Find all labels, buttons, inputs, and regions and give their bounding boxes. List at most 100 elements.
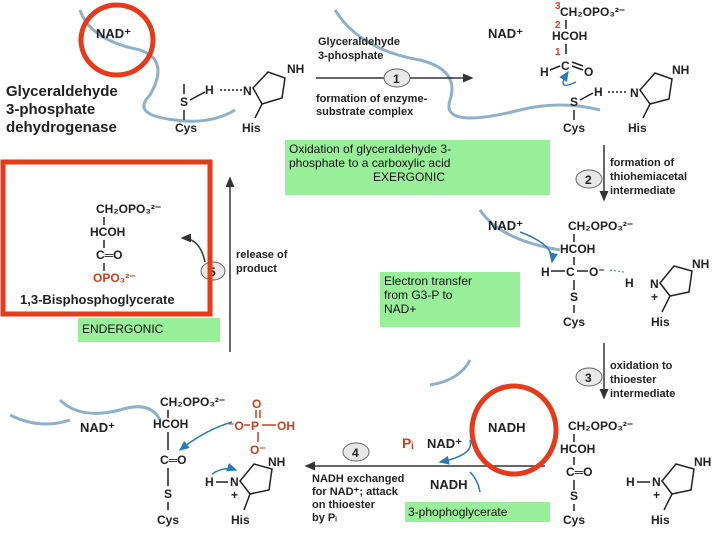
- step5-text-line1: release of: [236, 249, 288, 261]
- product-highlight-box: [0, 159, 213, 317]
- svg-text:His: His: [651, 315, 670, 329]
- substrate-hcoh: HCOH: [552, 29, 587, 43]
- step3-text-line1: oxidation to: [610, 360, 673, 372]
- svg-text:N: N: [650, 277, 659, 291]
- svg-text:+: +: [653, 488, 660, 502]
- svg-text:P: P: [251, 419, 259, 433]
- svg-text:His: His: [651, 513, 670, 527]
- carbon-number-3: 3: [555, 1, 561, 12]
- svg-text:NH: NH: [692, 257, 709, 271]
- step5-badge: 5: [200, 261, 226, 281]
- substrate-name-line2: 3-phosphate: [318, 50, 383, 62]
- svg-text:HCOH: HCOH: [153, 417, 188, 431]
- product-name: 1,3-Bisphosphoglycerate: [20, 292, 175, 307]
- step4-text-line2: for NAD⁺; attack: [312, 486, 399, 498]
- svg-text:His: His: [628, 121, 647, 135]
- nad-plus-label-panel2: NAD⁺: [488, 26, 523, 41]
- svg-text:H: H: [594, 85, 603, 99]
- enzyme-name-line2: 3-phosphate: [6, 101, 95, 118]
- svg-text:C═O: C═O: [96, 248, 123, 262]
- svg-text:C: C: [566, 265, 575, 279]
- svg-text:O⁻: O⁻: [250, 443, 266, 457]
- step3-badge: 3: [575, 367, 603, 387]
- electron-transfer-note: Electron transfer from G3-P to NAD+: [380, 272, 520, 327]
- svg-text:OH: OH: [277, 419, 295, 433]
- nad-plus-incoming: NAD⁺: [427, 436, 462, 451]
- svg-text:CH₂OPO₃²⁻: CH₂OPO₃²⁻: [568, 419, 633, 433]
- step1-text-line2: substrate complex: [316, 106, 414, 118]
- svg-text:+: +: [651, 290, 658, 304]
- endergonic-note: ENDERGONIC: [78, 318, 220, 342]
- thiol-hydrogen: H: [205, 83, 214, 97]
- step2-badge: 2: [575, 169, 603, 189]
- svg-text:S: S: [570, 290, 578, 304]
- svg-text:4: 4: [352, 446, 359, 460]
- nadh-outgoing: NADH: [430, 477, 468, 492]
- imidazole-nh: NH: [287, 62, 304, 76]
- svg-text:NH: NH: [694, 455, 711, 469]
- step1-badge: 1: [383, 68, 411, 88]
- svg-text:HCOH: HCOH: [560, 242, 595, 256]
- sulfur-atom: S: [180, 95, 188, 109]
- svg-text:3: 3: [585, 371, 592, 385]
- step4-text-line1: NADH exchanged: [312, 473, 404, 485]
- svg-text:Cys: Cys: [157, 513, 179, 527]
- svg-text:N: N: [652, 475, 661, 489]
- svg-text:H: H: [205, 475, 214, 489]
- svg-text:C═O: C═O: [160, 453, 187, 467]
- enzyme-backbone: [9, 9, 601, 426]
- svg-text:CH₂OPO₃²⁻: CH₂OPO₃²⁻: [568, 219, 633, 233]
- step5-text-line2: product: [236, 263, 277, 275]
- svg-text:S: S: [570, 95, 578, 109]
- step1-text-line1: formation of enzyme-: [316, 93, 428, 105]
- aldehyde-c: C: [561, 59, 570, 73]
- svg-text:CH₂OPO₃²⁻: CH₂OPO₃²⁻: [96, 202, 161, 216]
- svg-text:His: His: [231, 513, 250, 527]
- svg-text:Cys: Cys: [563, 513, 585, 527]
- step2-text-line1: formation of: [610, 157, 674, 169]
- svg-text:N: N: [630, 86, 639, 100]
- carbon-number-1: 1: [555, 47, 561, 58]
- imidazole-n: N: [243, 84, 252, 98]
- pi-label: Pᵢ: [402, 435, 413, 451]
- step4-badge: 4: [342, 442, 370, 462]
- svg-text:NH: NH: [672, 63, 689, 77]
- step3-text-line2: thioester: [610, 374, 657, 386]
- svg-text:NH: NH: [268, 455, 285, 469]
- nad-plus-label-panel1: NAD⁺: [96, 26, 131, 41]
- svg-text:C═O: C═O: [566, 465, 593, 479]
- step3-text-line3: intermediate: [610, 388, 675, 400]
- svg-text:N: N: [230, 475, 239, 489]
- svg-text:H: H: [626, 475, 635, 489]
- oxidation-note: Oxidation of glyceraldehyde 3- phosphate…: [285, 140, 550, 195]
- aldehyde-o: O: [584, 65, 593, 79]
- substrate-name-line1: Glyceraldehyde: [318, 36, 400, 48]
- step4-text-line3: on thioester: [312, 499, 376, 511]
- svg-text:HCOH: HCOH: [90, 225, 125, 239]
- svg-text:S: S: [164, 487, 172, 501]
- svg-text:O: O: [252, 397, 261, 411]
- nad-highlight-circle: [78, 2, 156, 78]
- nadh-label-panel4: NADH: [488, 420, 526, 435]
- svg-text:⁻O: ⁻O: [228, 419, 244, 433]
- cys-label: Cys: [175, 121, 197, 135]
- cys-his-pair-panel1: S H Cys N NH His: [175, 62, 304, 135]
- nadh-highlight-circle: [469, 383, 559, 477]
- svg-text:OPO₃²⁻: OPO₃²⁻: [93, 271, 136, 285]
- cys-his-pair-panel2: S H Cys N NH His: [563, 63, 689, 135]
- phosphoglycerate-note: 3-phophoglycerate: [405, 502, 550, 522]
- step2-text-line2: thiohemiacetal: [610, 171, 687, 183]
- svg-text:H: H: [541, 265, 550, 279]
- step2-text-line3: intermediate: [610, 185, 675, 197]
- carbon-number-2: 2: [555, 20, 561, 31]
- nad-plus-label-panel3: NAD⁺: [488, 218, 523, 233]
- product-molecule: CH₂OPO₃²⁻ HCOH C═O OPO₃²⁻: [90, 202, 161, 285]
- svg-text:+: +: [231, 488, 238, 502]
- svg-text:HCOH: HCOH: [560, 442, 595, 456]
- substrate-ch2opo3: CH₂OPO₃²⁻: [560, 5, 625, 19]
- svg-text:O⁻: O⁻: [589, 265, 605, 279]
- step4-text-line4: by Pᵢ: [312, 512, 337, 524]
- nad-plus-label-panel5: NAD⁺: [80, 420, 115, 435]
